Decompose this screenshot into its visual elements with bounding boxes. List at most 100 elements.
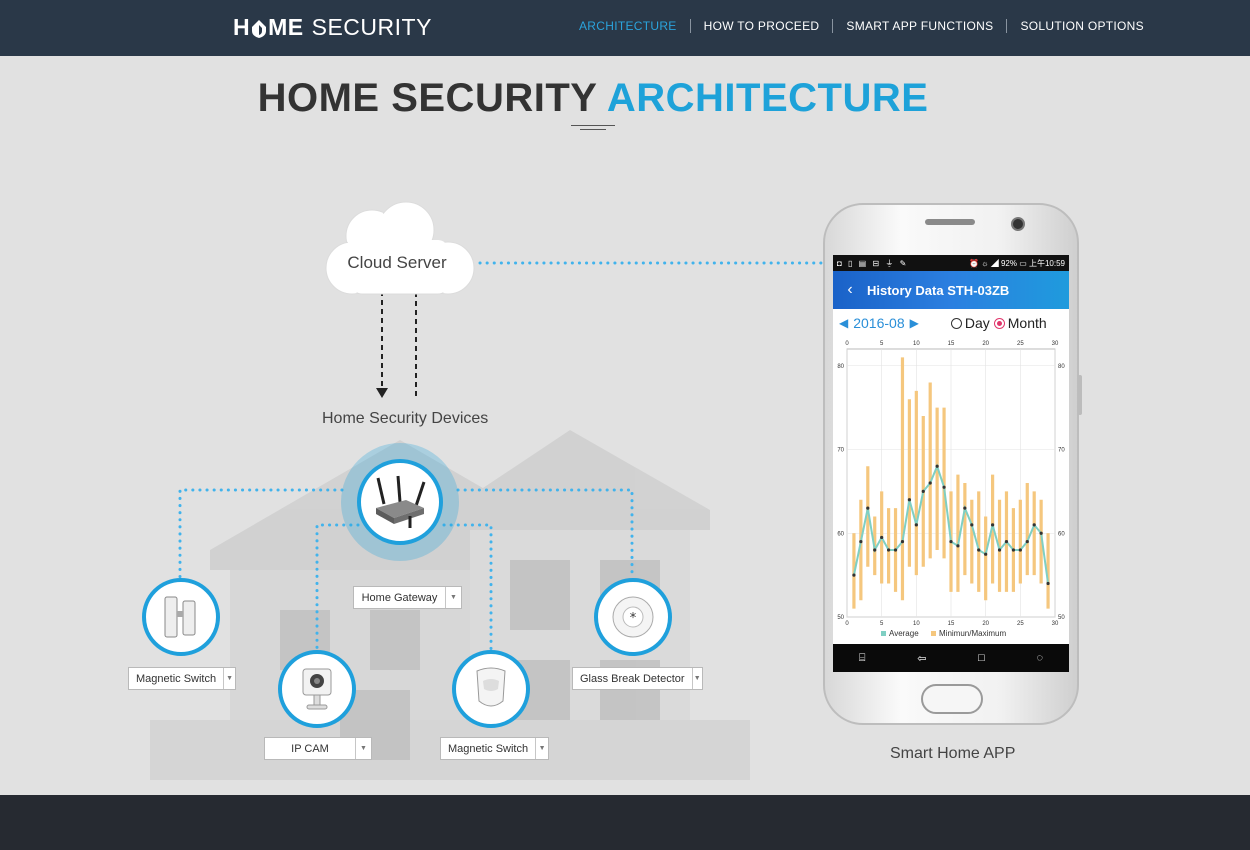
next-month-icon[interactable]: ▶ [909,316,919,330]
min-max-bar [928,382,932,559]
average-point [1018,548,1022,552]
radio-day[interactable]: Day [950,315,990,331]
brand-logo[interactable]: H ME SECURITY [233,14,432,41]
home-icon[interactable]: □ [978,652,985,664]
title-underline [571,125,615,126]
app-screen: ◘ ▯ ▤ ⊟ ⏚ ✎ ⏰ ☼ ◢ 92% ▭ 上午10:59 ‹ Histor… [833,255,1069,672]
phone-side-button[interactable] [1078,375,1082,415]
brand-letter-h: H [233,14,251,40]
home-gateway-dropdown[interactable]: Home Gateway ▼ [353,586,462,609]
prev-month-icon[interactable]: ◀ [839,316,849,330]
average-point [949,540,953,544]
radio-month[interactable]: Month [993,315,1047,331]
min-max-bar [887,508,891,584]
min-max-bar [866,466,870,567]
page-footer [0,795,1250,850]
back-arrow-icon[interactable]: ‹ [847,281,853,298]
average-point [887,548,891,552]
min-max-bar [935,407,939,550]
y-tick-label-left: 70 [837,448,844,454]
min-max-bar [984,516,988,601]
y-tick-label-right: 80 [1058,364,1065,370]
min-max-bar [1025,483,1029,576]
page-title: HOME SECURITY ARCHITECTURE [0,76,1186,121]
magnetic-switch-dropdown[interactable]: Magnetic Switch ▼ [128,667,236,690]
radio-day-label: Day [964,315,990,331]
nav-item-how-to-proceed[interactable]: HOW TO PROCEED [703,19,820,33]
average-point [1004,540,1009,544]
radio-day-circle [950,317,962,329]
svg-text:*: * [630,611,637,626]
home-security-devices-label: Home Security Devices [322,410,489,427]
x-tick-label-top: 5 [880,341,884,347]
dropdown-arrow-icon: ▼ [445,587,461,608]
average-point [928,481,932,485]
nav-item-solution-options[interactable]: SOLUTION OPTIONS [1020,19,1144,33]
min-max-bar [907,399,911,567]
menu-icon[interactable]: ⌸ [858,651,866,664]
x-tick-label-top: 25 [1017,341,1024,347]
status-icons-right: ⏰ ☼ ◢ 92% ▭ 上午10:59 [969,258,1065,268]
ip-cam-label: IP CAM [291,742,329,755]
average-point [997,548,1002,552]
app-title: History Data STH-03ZB [867,282,1010,298]
x-tick-label-bottom: 5 [880,621,884,627]
glass-break-detector-dropdown[interactable]: Glass Break Detector ▼ [572,667,703,690]
ip-cam-device[interactable] [278,650,356,728]
motion-sensor-icon [476,667,506,707]
average-point [956,544,960,548]
x-tick-label-bottom: 15 [948,621,955,627]
status-bar: ◘ ▯ ▤ ⊟ ⏚ ✎ ⏰ ☼ ◢ 92% ▭ 上午10:59 [833,255,1069,271]
average-point [935,464,939,468]
average-point [1032,523,1036,527]
min-max-bar [914,390,918,576]
x-tick-label-bottom: 10 [913,621,920,627]
average-point [1025,540,1029,544]
page-title-dark: HOME SECURITY [257,76,597,120]
home-gateway-device[interactable] [357,459,443,545]
legend-swatch-average [881,631,886,636]
magnetic-switch-label: Magnetic Switch [136,672,217,685]
motion-sensor-device[interactable] [452,650,530,728]
x-tick-label-top: 20 [982,341,989,347]
dropdown-arrow-icon: ▼ [355,738,371,759]
recent-apps-icon[interactable]: ◌ [1036,652,1044,664]
home-gateway-label: Home Gateway [361,591,438,604]
legend-label-minmax: Minimun/Maximum [939,629,1006,638]
min-max-bar [1032,491,1036,576]
brand-word-security: SECURITY [311,14,432,40]
router-icon [376,475,426,528]
x-tick-label-bottom: 30 [1052,621,1059,627]
average-point [866,506,870,510]
nav-item-smart-app-functions[interactable]: SMART APP FUNCTIONS [846,19,994,33]
page-title-accent: ARCHITECTURE [606,76,929,120]
title-underline [580,129,606,130]
ip-cam-dropdown[interactable]: IP CAM ▼ [264,737,372,760]
min-max-bar [859,499,863,601]
average-point [963,506,967,510]
magnetic-switch-dropdown-2[interactable]: Magnetic Switch ▼ [440,737,549,760]
status-icons-left: ◘ ▯ ▤ ⊟ ⏚ ✎ [837,258,909,268]
average-point [942,485,946,489]
nav-item-architecture[interactable]: ARCHITECTURE [579,19,677,33]
dropdown-arrow-icon: ▼ [535,738,548,759]
legend-swatch-minmax [931,631,936,636]
glass-break-detector-device[interactable]: * [594,578,672,656]
average-point [1046,581,1050,586]
average-point [880,535,884,540]
cloud-server-icon[interactable] [322,200,478,300]
y-tick-label-right: 70 [1058,448,1065,454]
x-tick-label-bottom: 25 [1017,621,1024,627]
x-tick-label-top: 15 [948,341,955,347]
average-point [900,540,905,544]
menu-divider [689,19,691,33]
magnetic-switch-device[interactable] [142,578,220,656]
phone-home-button[interactable] [921,684,983,714]
min-max-bar [963,483,967,576]
dropdown-arrow-icon: ▼ [691,668,702,689]
average-point [1039,531,1043,535]
back-icon[interactable]: ⇦ [917,652,927,665]
x-tick-label-top: 10 [913,341,920,347]
average-point [859,540,863,544]
min-max-bar [1018,499,1022,584]
